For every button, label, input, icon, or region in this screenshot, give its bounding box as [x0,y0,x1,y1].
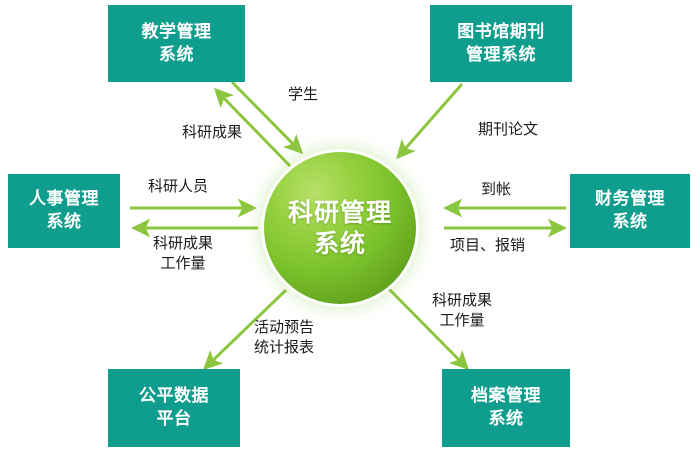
node-label-line1: 财务管理 [595,189,665,210]
edge-label-journal-papers: 期刊论文 [478,120,539,138]
node-label-line1: 档案管理 [471,386,541,407]
edge-library-to-hub-arrow [396,83,464,160]
node-label-line2: 管理系统 [466,44,536,65]
node-open-data-platform[interactable]: 公平数据 平台 [108,369,240,447]
node-label-line2: 系统 [488,409,524,429]
node-label-line1: 教学管理 [141,21,212,42]
edge-label-students: 学生 [288,85,319,103]
edge-label-research-results-workload-hr: 科研成果 工作量 [153,234,214,272]
node-label-line1: 公平数据 [139,386,209,407]
hub-label-line1: 科研管理 [287,197,392,227]
node-teaching-management-system[interactable]: 教学管理 系统 [108,5,245,82]
edge-label-activity-preview-reports: 活动预告 统计报表 [254,318,315,356]
node-label-line1: 人事管理 [29,189,99,210]
node-label-line2: 系统 [612,212,648,232]
node-archive-management-system[interactable]: 档案管理 系统 [442,369,570,447]
hub-label-line2: 系统 [313,229,366,258]
node-label-line2: 系统 [46,212,82,232]
node-finance-management-system[interactable]: 财务管理 系统 [570,174,690,248]
edge-label-funds-received: 到帐 [481,180,512,198]
edge-label-projects-reimbursement: 项目、报销 [450,236,526,254]
node-label-line2: 系统 [159,44,194,65]
edge-label-research-results-teaching: 科研成果 [182,123,243,141]
node-label-line2: 平台 [156,409,192,429]
node-label-line1: 图书馆期刊 [457,21,545,42]
node-hr-management-system[interactable]: 人事管理 系统 [8,174,120,248]
node-library-journal-management-system[interactable]: 图书馆期刊 管理系统 [430,5,572,82]
hub-research-management-system[interactable]: 科研管理 系统 [264,152,416,304]
edge-label-research-results-workload-archive: 科研成果 工作量 [432,291,493,329]
edge-label-research-personnel: 科研人员 [148,177,209,195]
